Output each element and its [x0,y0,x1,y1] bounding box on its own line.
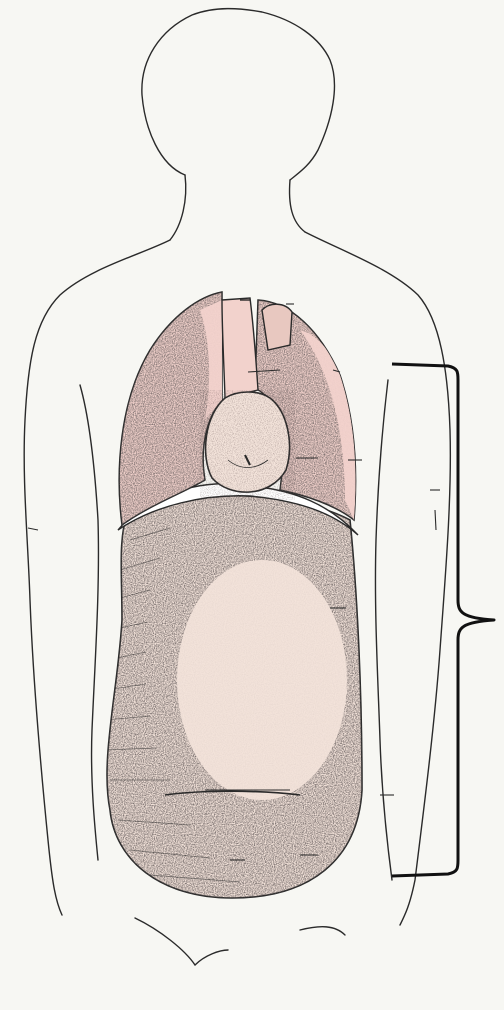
abdomen [100,490,370,910]
right-bracket [392,364,494,876]
heart [200,390,295,500]
